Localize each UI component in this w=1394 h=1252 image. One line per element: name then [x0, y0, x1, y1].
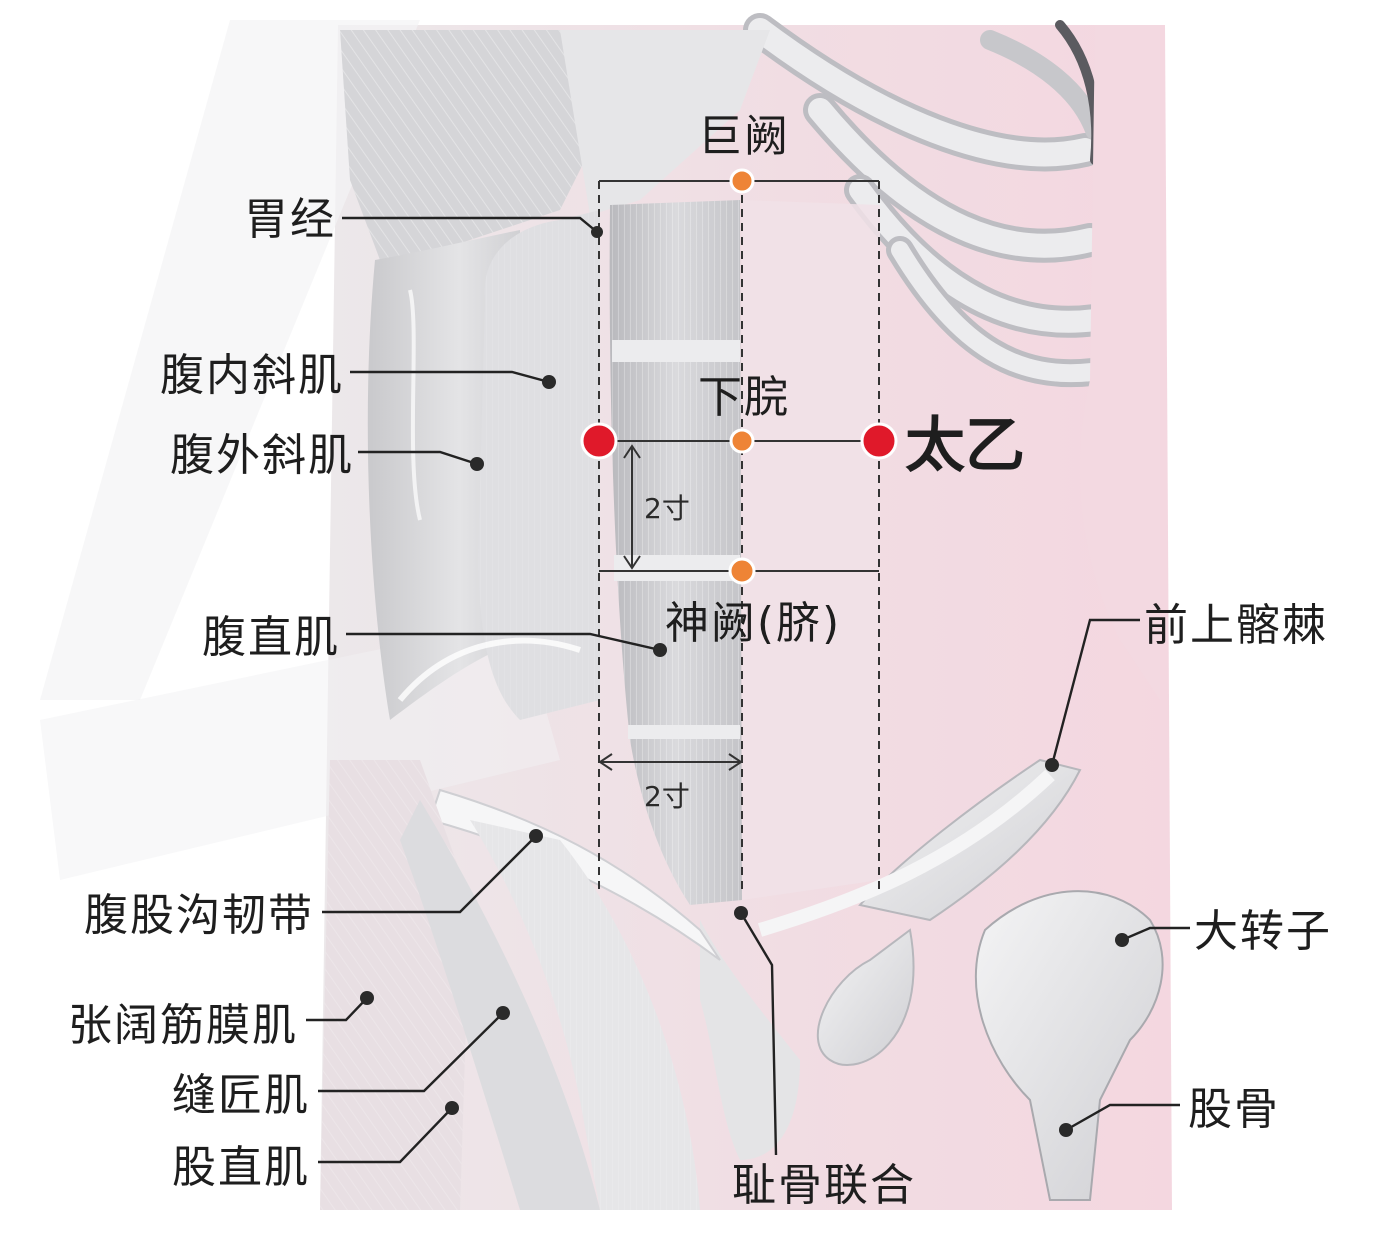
leader-fuwaixieji — [358, 450, 478, 466]
acupoint-juque[interactable] — [729, 168, 755, 194]
label-juque: 巨阙 — [698, 111, 790, 162]
label-measure-horizontal: 2寸 — [644, 780, 690, 813]
label-funeixieji: 腹内斜肌 — [160, 350, 344, 401]
measure-horizontal-arrow-left — [598, 753, 613, 771]
acupoints — [580, 168, 898, 585]
dot-guzhiji — [445, 1101, 459, 1115]
label-weijing: 胃经 — [244, 194, 336, 245]
leader-qianshangqiaoji — [1050, 618, 1140, 766]
acupoint-taiyi-right[interactable] — [860, 422, 898, 460]
label-chigulianhe: 耻骨联合 — [732, 1160, 916, 1211]
oblique-muscles — [367, 210, 600, 720]
label-qianshangqiaoji: 前上髂棘 — [1144, 600, 1328, 651]
rectus-abdominis — [609, 200, 880, 905]
labels: 巨阙 下脘 神阙(脐) 太乙 胃经 腹内斜肌 腹外斜肌 腹直肌 腹股沟韧带 张阔… — [68, 111, 1332, 1211]
anatomy-dots — [360, 226, 1129, 1137]
label-xiawan: 下脘 — [698, 372, 790, 423]
label-measure-vertical: 2寸 — [644, 492, 690, 525]
dot-qianshangqiaoji — [1045, 758, 1059, 772]
dot-fuzhiji — [653, 643, 667, 657]
leader-funeixieji — [350, 370, 550, 384]
leader-zhangkuojinmoji — [306, 997, 368, 1022]
dot-funeixieji — [542, 375, 556, 389]
label-fugugoudai: 腹股沟韧带 — [84, 890, 314, 941]
label-fuzhiji: 腹直肌 — [202, 612, 340, 663]
dot-chigulianhe — [734, 906, 748, 920]
label-guzhiji: 股直肌 — [172, 1142, 310, 1193]
dot-weijing — [591, 226, 603, 238]
leader-fengjiangji — [318, 1012, 504, 1093]
dot-fuwaixieji — [470, 457, 484, 471]
acupoint-taiyi-left[interactable] — [580, 422, 618, 460]
leader-dazhuanzi — [1121, 926, 1190, 942]
dot-zhangkuojinmoji — [360, 991, 374, 1005]
label-fengjiangji: 缝匠肌 — [172, 1070, 310, 1121]
right-flank — [1080, 25, 1160, 700]
acupoint-xiawan[interactable] — [729, 428, 755, 454]
label-fuwaixieji: 腹外斜肌 — [170, 430, 354, 481]
dot-gugu — [1059, 1123, 1073, 1137]
measure-horizontal-arrow-right — [728, 753, 743, 771]
dot-fengjiangji — [496, 1006, 510, 1020]
dot-fugugoudai — [529, 829, 543, 843]
label-gugu: 股骨 — [1188, 1084, 1280, 1135]
label-shenque: 神阙(脐) — [665, 598, 841, 649]
label-zhangkuojinmoji: 张阔筋膜肌 — [68, 1000, 298, 1051]
measure-vertical-arrow-bottom — [623, 555, 641, 570]
leader-fuzhiji — [346, 632, 661, 652]
serratus-muscle — [340, 30, 770, 260]
leader-fugugoudai — [322, 835, 537, 914]
leader-guzhiji — [318, 1107, 453, 1164]
leader-lines — [306, 216, 1190, 1164]
label-taiyi: 太乙 — [905, 411, 1025, 481]
rib-cage — [743, 13, 1111, 388]
leader-chigulianhe — [739, 912, 778, 1156]
acupoint-shenque[interactable] — [728, 557, 756, 585]
leader-weijing — [342, 216, 598, 233]
label-dazhuanzi: 大转子 — [1194, 906, 1332, 957]
measure-vertical-arrow-top — [623, 444, 641, 459]
thigh-muscles — [320, 760, 700, 1210]
dot-dazhuanzi — [1115, 933, 1129, 947]
leader-gugu — [1065, 1103, 1180, 1132]
